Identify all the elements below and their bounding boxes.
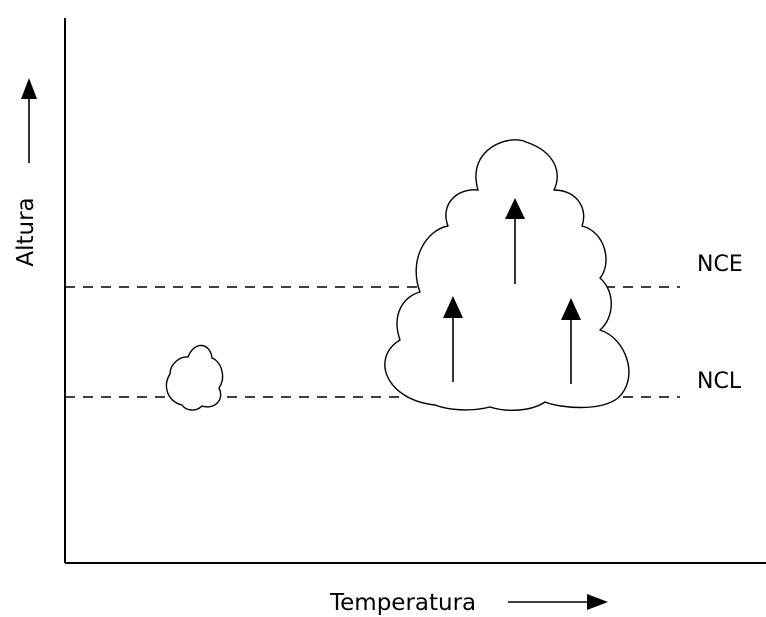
y-axis-label: Altura xyxy=(13,197,39,266)
ncl-label: NCL xyxy=(697,369,742,394)
x-axis-label-group: Temperatura xyxy=(329,590,608,616)
axes xyxy=(64,18,766,564)
y-axis-label-group: Altura xyxy=(13,78,39,267)
arrow-up-icon xyxy=(21,78,37,99)
small-cloud-icon xyxy=(165,344,224,411)
nce-label: NCE xyxy=(697,252,743,277)
arrow-up-icon xyxy=(443,296,463,318)
arrow-up-icon xyxy=(505,198,525,219)
x-axis-label: Temperatura xyxy=(329,590,476,616)
updraft-arrows xyxy=(443,198,581,384)
arrow-up-icon xyxy=(561,298,581,320)
large-cloud-icon xyxy=(384,139,630,411)
arrow-right-icon xyxy=(587,594,608,610)
